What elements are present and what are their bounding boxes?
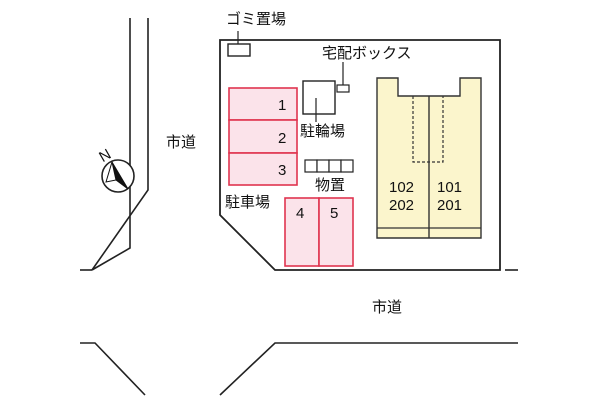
- unit-label-202: 202: [389, 197, 414, 214]
- unit-label-101: 101: [437, 179, 462, 196]
- street-left-edge: [91, 18, 131, 271]
- street-bottom-lower-left-edge: [80, 342, 146, 396]
- parking-space: [228, 152, 298, 186]
- delivery-box-label: 宅配ボックス: [322, 44, 412, 62]
- storage-shed-unit: [328, 159, 342, 173]
- parking-space: [228, 119, 298, 154]
- parking-space-number: 2: [278, 130, 286, 147]
- storage-shed-unit: [316, 159, 330, 173]
- street-left-lines: [91, 18, 149, 271]
- delivery-box-marker: [336, 84, 350, 93]
- parking-space: [284, 197, 320, 267]
- parking-space: [318, 197, 354, 267]
- storage-shed-unit: [304, 159, 318, 173]
- unit-label-102: 102: [389, 179, 414, 196]
- parking-space-number: 1: [278, 97, 286, 114]
- street-left-corner-edge: [91, 18, 149, 271]
- unit-label-201: 201: [437, 197, 462, 214]
- parking-space-number: 3: [278, 162, 286, 179]
- street-bottom-lines: [80, 269, 518, 396]
- street-bottom-lower-right-edge: [219, 342, 518, 396]
- garbage-area-marker: [227, 43, 251, 57]
- compass: N: [96, 146, 135, 193]
- parking-spaces-column: [228, 87, 298, 186]
- storage-label: 物置: [315, 176, 345, 194]
- storage-shed: [304, 159, 354, 173]
- storage-shed-unit: [340, 159, 354, 173]
- parking-spaces-row: [284, 197, 354, 267]
- parking-label: 駐車場: [225, 193, 270, 211]
- property-boundary: [219, 39, 501, 271]
- garbage-label: ゴミ置場: [226, 10, 286, 28]
- bicycle-parking-label: 駐輪場: [300, 122, 345, 140]
- building-upper-floor-outline: [412, 96, 444, 163]
- parking-space-number: 5: [330, 205, 338, 222]
- parking-space: [228, 87, 298, 121]
- street-bottom-label: 市道: [372, 298, 402, 316]
- bicycle-parking-area: [302, 80, 336, 115]
- parking-space-number: 4: [296, 205, 304, 222]
- street-left-label: 市道: [166, 133, 196, 151]
- compass-needle-tail-icon: [105, 160, 117, 183]
